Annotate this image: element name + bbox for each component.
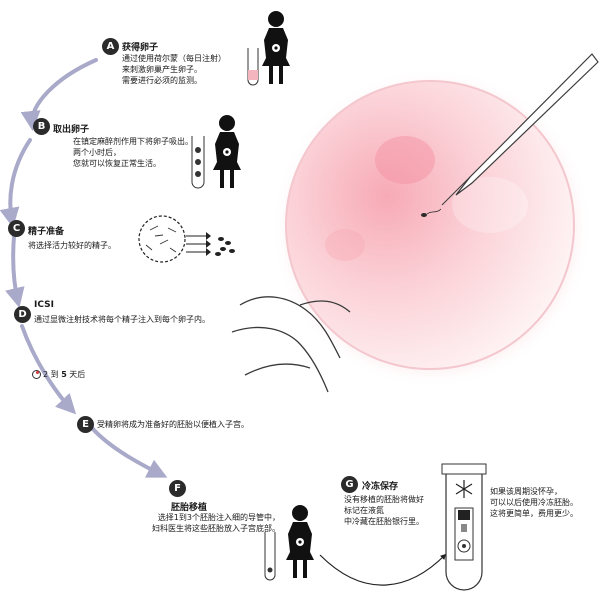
- woman-icon: [286, 505, 314, 578]
- snowflake-icon: [455, 480, 473, 498]
- freeze-note-line: 这将更简单，费用更少。: [490, 509, 578, 518]
- step-e-line: 受精卵将成为准备好的胚胎以便植入子宫。: [97, 420, 249, 429]
- step-c-badge: C: [8, 220, 25, 237]
- step-b-line: 在镇定麻醉剂作用下将卵子吸出。: [73, 137, 193, 146]
- step-g-text: 没有移植的胚胎将做好 标记在液氮 中冷藏在胚胎银行里。: [344, 494, 424, 527]
- step-a-line: 来刺激卵巢产生卵子。: [122, 65, 202, 74]
- micro-needle-icon: [441, 53, 599, 206]
- step-c-line: 将选择活力较好的精子。: [28, 241, 116, 250]
- sperm-sample-icon: [138, 215, 235, 263]
- flow-arrows: [0, 58, 168, 478]
- step-g-title: 冷冻保存: [362, 482, 399, 492]
- egg-cell-icon: [272, 68, 592, 388]
- step-g-line: 标记在液氮: [344, 506, 384, 515]
- step-b-badge: B: [33, 118, 50, 135]
- step-b-line: 您就可以恢复正常生活。: [73, 159, 161, 168]
- test-tube-icon: [191, 136, 205, 189]
- cryo-tube-icon: [441, 463, 487, 591]
- step-g-badge: G: [341, 476, 358, 493]
- step-e-badge: E: [77, 416, 94, 433]
- step-g-line: 没有移植的胚胎将做好: [344, 495, 424, 504]
- step-f-line: 妇科医生将这些胚胎放入子宫底部。: [152, 524, 280, 533]
- step-d-title: ICSI: [34, 300, 54, 310]
- step-f-line: 选择1到3个胚胎注入细的导管中，: [157, 513, 280, 522]
- step-b-title: 取出卵子: [53, 125, 90, 135]
- step-f-title: 胚胎移植: [171, 503, 208, 513]
- timing-text: 2 到 5 天后: [43, 370, 86, 379]
- freeze-note-line: 如果该周期没怀孕，: [490, 487, 562, 496]
- step-d-badge: D: [14, 306, 31, 323]
- step-b-text: 在镇定麻醉剂作用下将卵子吸出。 两个小时后， 您就可以恢复正常生活。: [73, 136, 193, 169]
- clock-icon: [32, 370, 41, 379]
- step-d-text: 通过显微注射技术将每个精子注入到每个卵子内。: [34, 314, 210, 325]
- step-b-line: 两个小时后，: [73, 148, 121, 157]
- pipette-icon: [231, 296, 351, 393]
- step-c-text: 将选择活力较好的精子。: [28, 240, 116, 251]
- woman-icon: [213, 115, 241, 188]
- step-a-line: 需要进行必须的监测。: [122, 76, 202, 85]
- step-a-line: 通过使用荷尔蒙（每日注射）: [122, 54, 226, 63]
- test-tube-icon: [264, 532, 276, 581]
- step-f-badge: F: [169, 480, 186, 497]
- step-e-text: 受精卵将成为准备好的胚胎以便植入子宫。: [97, 419, 249, 430]
- freeze-note-line: 可以以后使用冷冻胚胎。: [490, 498, 578, 507]
- step-c-title: 精子准备: [28, 227, 65, 237]
- woman-icon: [262, 11, 290, 84]
- test-tube-icon: [247, 48, 259, 86]
- freeze-note: 如果该周期没怀孕， 可以以后使用冷冻胚胎。 这将更简单，费用更少。: [490, 486, 578, 519]
- step-a-text: 通过使用荷尔蒙（每日注射） 来刺激卵巢产生卵子。 需要进行必须的监测。: [122, 53, 226, 86]
- transfer-arrow: [319, 553, 447, 586]
- step-g-line: 中冷藏在胚胎银行里。: [344, 517, 424, 526]
- step-a-badge: A: [102, 38, 119, 55]
- step-f-text: 选择1到3个胚胎注入细的导管中， 妇科医生将这些胚胎放入子宫底部。: [110, 512, 280, 534]
- step-a-title: 获得卵子: [122, 43, 159, 53]
- step-d-line: 通过显微注射技术将每个精子注入到每个卵子内。: [34, 315, 210, 324]
